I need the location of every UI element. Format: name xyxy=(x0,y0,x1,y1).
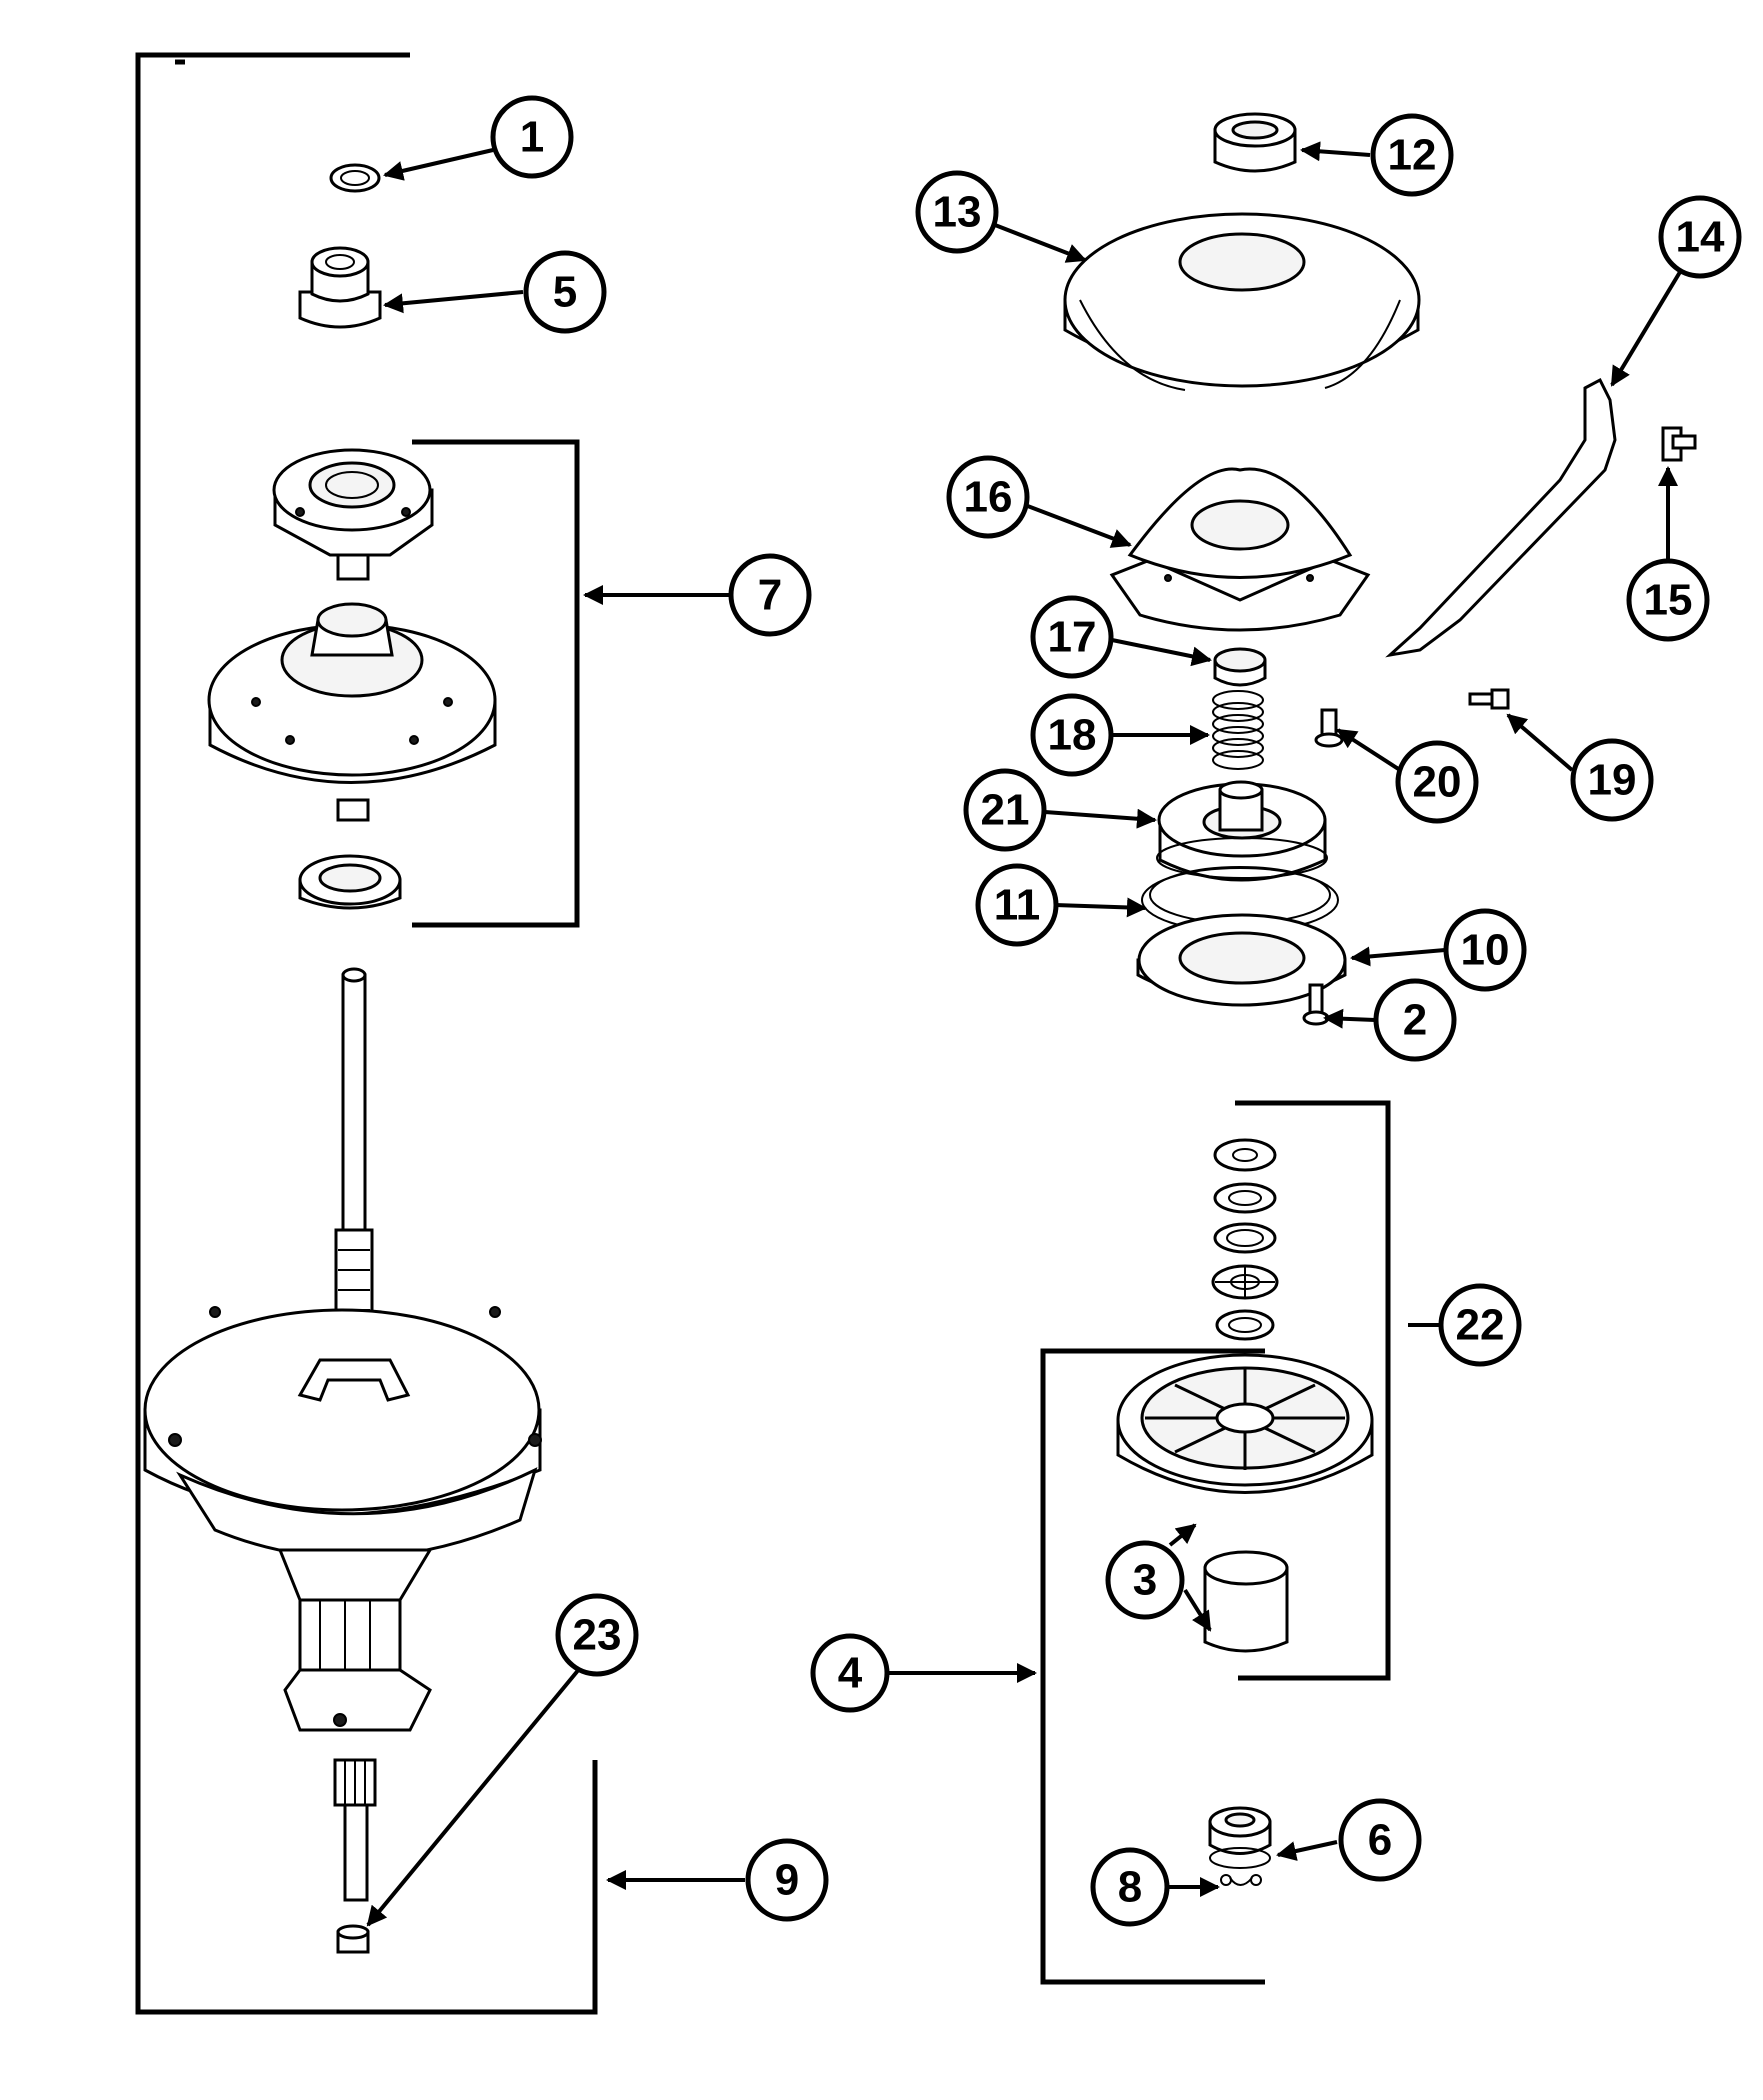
leader-13 xyxy=(994,223,1087,263)
leader-16 xyxy=(1024,503,1132,548)
part-16-shield xyxy=(1109,467,1371,632)
callout-label: 18 xyxy=(1048,711,1097,760)
bracket-left-assembly xyxy=(135,52,598,2015)
callout-10: 10 xyxy=(1443,908,1527,992)
callout-2: 2 xyxy=(1373,978,1457,1062)
leader-14 xyxy=(1610,270,1682,387)
leader-17 xyxy=(1111,638,1212,667)
callout-label: 8 xyxy=(1118,1863,1142,1912)
callout-7: 7 xyxy=(728,553,812,637)
leader-6 xyxy=(1276,1840,1338,1861)
part-3-bearing xyxy=(1203,1550,1289,1653)
callout-21: 21 xyxy=(963,768,1047,852)
callout-16: 16 xyxy=(946,455,1030,539)
callout-17: 17 xyxy=(1030,595,1114,679)
assembly-brackets xyxy=(135,52,1391,2015)
callout-22: 22 xyxy=(1438,1283,1522,1367)
part-10-plate xyxy=(1136,913,1347,1007)
callout-18: 18 xyxy=(1030,693,1114,777)
callout-13: 13 xyxy=(915,170,999,254)
callout-label: 7 xyxy=(758,571,782,620)
callout-20: 20 xyxy=(1395,740,1479,824)
part-9-transmission xyxy=(143,967,542,1902)
callout-12: 12 xyxy=(1370,113,1454,197)
part-7-bearing-housing xyxy=(207,602,497,822)
part-20-screw xyxy=(1314,708,1344,748)
callout-label: 11 xyxy=(994,881,1041,930)
part-17-bushing xyxy=(1213,647,1267,687)
leader-3-top xyxy=(1168,1523,1197,1547)
callouts: 1 5 7 9 23 12 13 14 xyxy=(490,95,1742,1927)
bracket-item-4 xyxy=(1040,1348,1265,1985)
callout-3: 3 xyxy=(1105,1540,1185,1620)
callout-label: 23 xyxy=(573,1611,622,1660)
part-5-coupling xyxy=(298,246,382,329)
callout-label: 4 xyxy=(838,1649,863,1698)
callout-5: 5 xyxy=(523,250,607,334)
callout-label: 12 xyxy=(1388,131,1437,180)
callout-label: 10 xyxy=(1461,926,1510,975)
leader-5 xyxy=(383,290,524,314)
callout-23: 23 xyxy=(555,1593,639,1677)
callout-label: 5 xyxy=(553,268,577,317)
part-7-hub xyxy=(272,448,434,581)
callout-19: 19 xyxy=(1570,738,1654,822)
leader-20 xyxy=(1336,728,1402,772)
part-2-screw xyxy=(1302,983,1330,1026)
leader-11 xyxy=(1054,897,1147,918)
callout-1: 1 xyxy=(490,95,574,179)
callout-label: 20 xyxy=(1413,758,1462,807)
callout-9: 9 xyxy=(745,1838,829,1922)
part-14-lever xyxy=(1385,377,1617,658)
leader-21 xyxy=(1044,808,1157,829)
bracket-item-22 xyxy=(1235,1100,1391,1681)
callout-15: 15 xyxy=(1626,558,1710,642)
callout-4: 4 xyxy=(810,1633,890,1713)
leader-19 xyxy=(1506,713,1574,772)
callout-6: 6 xyxy=(1338,1798,1422,1882)
part-1-ring xyxy=(329,163,381,193)
part-12-cap xyxy=(1213,112,1297,173)
part-8-clip xyxy=(1220,1874,1262,1886)
part-15-screw xyxy=(1661,426,1697,462)
part-19-screw xyxy=(1468,688,1510,710)
callout-label: 22 xyxy=(1456,1301,1505,1350)
callout-label: 6 xyxy=(1368,1816,1392,1865)
callout-label: 16 xyxy=(964,473,1013,522)
leader-12 xyxy=(1300,141,1371,162)
callout-label: 1 xyxy=(520,113,544,162)
part-6-clutch xyxy=(1208,1806,1272,1869)
callout-label: 13 xyxy=(933,188,982,237)
part-3-wheel xyxy=(1116,1353,1374,1494)
part-18-spring xyxy=(1212,690,1264,770)
leader-lines xyxy=(366,141,1682,1927)
callout-label: 3 xyxy=(1133,1556,1157,1605)
leader-3-bottom xyxy=(1183,1588,1212,1632)
callout-label: 21 xyxy=(981,786,1030,835)
callout-label: 2 xyxy=(1403,996,1427,1045)
part-23-nut xyxy=(336,1924,370,1954)
callout-14: 14 xyxy=(1658,195,1742,279)
part-7-seal xyxy=(298,854,402,910)
bracket-item-7 xyxy=(412,439,580,928)
callout-label: 15 xyxy=(1644,576,1693,625)
leader-10 xyxy=(1350,946,1446,967)
part-22-washers xyxy=(1211,1138,1279,1341)
callout-8: 8 xyxy=(1090,1847,1170,1927)
callout-label: 9 xyxy=(775,1856,799,1905)
callout-label: 17 xyxy=(1048,613,1097,662)
callout-label: 14 xyxy=(1676,213,1725,262)
leader-2 xyxy=(1323,1008,1376,1029)
callout-11: 11 xyxy=(975,863,1059,947)
callout-label: 19 xyxy=(1588,756,1637,805)
leader-1 xyxy=(383,148,494,181)
part-13-cover xyxy=(1063,212,1421,391)
leader-23 xyxy=(366,1666,582,1927)
part-21-pulley xyxy=(1156,780,1328,882)
